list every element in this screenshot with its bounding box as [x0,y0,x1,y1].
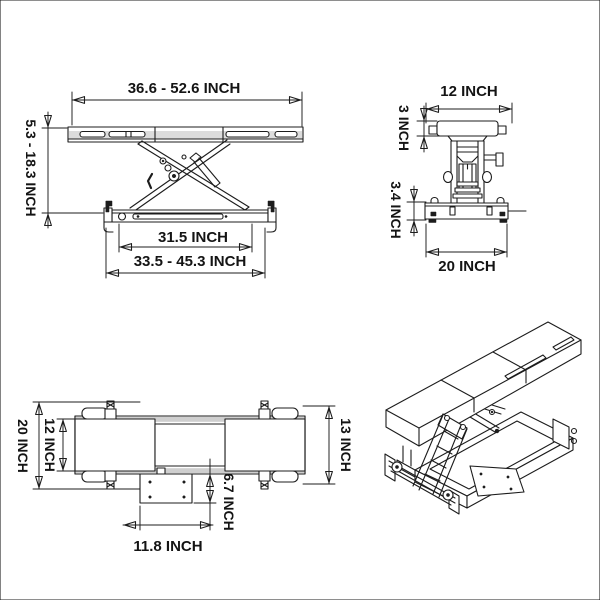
dim-label-base-range: 33.5 - 45.3 INCH [134,253,247,270]
dim-label-table-width: 12 INCH [42,418,58,472]
dim-label-plate-length: 11.8 INCH [133,538,202,555]
end-platform [428,120,507,137]
dim-label-plate-offset: 6.7 INCH [221,473,237,531]
isometric-view [384,321,582,515]
dim-base-width [425,223,508,258]
side-scissor-mechanism [129,139,250,213]
dim-overall-width [32,401,141,490]
crank-handle [483,152,504,167]
dim-base-range [105,227,266,279]
dim-plate-length [122,505,214,531]
end-base [424,196,527,223]
iso-end-rail [384,453,460,515]
end-view: 12 INCH 3 INCH [388,83,527,275]
top-table [74,415,306,475]
dim-label-base-width: 20 INCH [438,258,496,275]
dim-label-platform-thickness: 3 INCH [396,105,412,151]
dim-label-overall-length: 36.6 - 52.6 INCH [128,80,241,97]
side-platform [67,126,304,143]
dim-label-platform-width: 12 INCH [440,83,498,100]
dim-label-base-height: 3.4 INCH [388,181,404,239]
end-column [442,135,504,204]
iso-mount-plate [469,465,525,497]
caster-wheels [81,407,299,483]
top-view: 20 INCH 12 INCH 13 INCH 6.7 INCH [15,400,354,555]
dim-side-width [302,405,336,485]
dim-base-inner [118,223,253,253]
dim-label-overall-width: 20 INCH [15,419,31,473]
dim-height-range [41,111,104,229]
dim-label-base-inner: 31.5 INCH [158,229,228,246]
bolt-fixtures [104,400,271,490]
iso-platform [385,321,582,447]
side-view: 36.6 - 52.6 INCH 5.3 - 18.3 INCH [23,80,304,279]
dim-plate-offset [193,458,217,531]
mount-plate [139,473,193,504]
dim-label-height-range: 5.3 - 18.3 INCH [23,119,39,216]
dim-label-side-width: 13 INCH [338,418,354,472]
side-base [103,200,277,233]
dim-table-width [56,418,77,472]
dim-base-height [406,185,427,237]
dim-overall-length [71,91,303,127]
iso-scissor-ladder [412,413,468,498]
dim-platform-width [425,102,513,124]
